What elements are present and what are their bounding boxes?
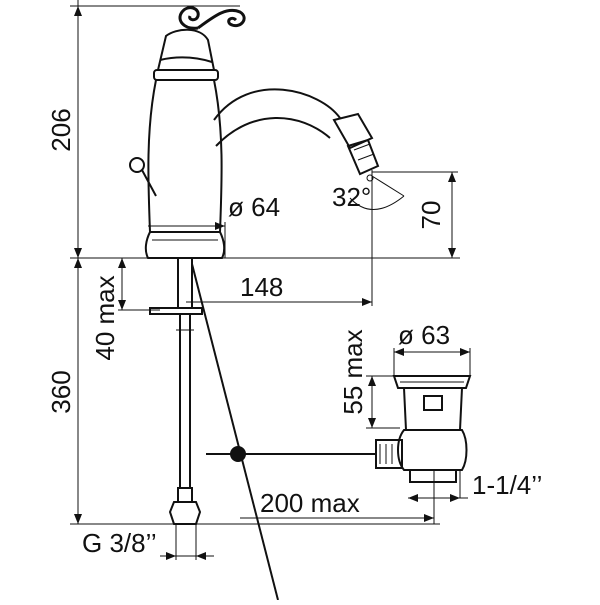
arrowheads [74, 6, 470, 560]
aerator-collar [332, 112, 374, 150]
arrow-40-bottom [118, 300, 126, 310]
angle-ray [371, 175, 405, 197]
aerator-line-1 [353, 143, 371, 151]
label-360: 360 [46, 370, 76, 413]
arrow-200-right [424, 514, 434, 522]
main-body [147, 79, 223, 233]
rod-joint [230, 446, 246, 462]
arrow-thread-right [450, 494, 460, 502]
label-206: 206 [46, 108, 76, 151]
waste-window [423, 395, 443, 411]
arrow-40-top [118, 258, 126, 268]
arrow-206-top [74, 6, 82, 16]
spout-bottom [215, 117, 331, 147]
arrow-360-top [74, 258, 82, 268]
arrow-63-right [460, 348, 470, 356]
arrow-70-bottom [448, 248, 456, 258]
waste-assembly [375, 375, 472, 483]
angle-arc [349, 195, 405, 210]
label-200-max: 200 max [260, 488, 360, 518]
label-70: 70 [416, 201, 446, 230]
arrow-148-right [362, 298, 372, 306]
waste-lower [397, 429, 468, 471]
dimension-labels: 206 360 40 max ø 64 148 70 32° ø 63 55 m… [46, 108, 542, 558]
arrow-inlet-right [196, 552, 206, 560]
body-base [144, 231, 226, 259]
arrow-55-bottom [368, 418, 376, 428]
hose-nut [168, 501, 202, 525]
popup-rod [191, 263, 279, 601]
handle-scroll-right [197, 9, 246, 30]
handle-cap [156, 28, 216, 71]
waste-cap [392, 375, 472, 389]
handle-cap-band [159, 56, 213, 63]
fixing-nut [149, 307, 203, 315]
label-thread: 1-1/4’’ [472, 470, 542, 500]
hose-fitting [177, 487, 193, 503]
arrow-63-left [394, 348, 404, 356]
waste-tail [409, 469, 457, 483]
arrow-360-bottom [74, 514, 82, 524]
handle-scroll-left [178, 6, 200, 30]
aerator-line-2 [357, 153, 375, 161]
outlet-point [366, 174, 374, 182]
label-waste-diameter: ø 63 [398, 320, 450, 350]
arrow-inlet-left [166, 552, 176, 560]
arrow-thread-left [408, 494, 418, 502]
popup-lever [141, 169, 157, 197]
label-148: 148 [240, 272, 283, 302]
label-angle: 32° [332, 182, 371, 212]
faucet-body [129, 6, 380, 259]
label-inlet-thread: G 3/8’’ [82, 528, 157, 558]
arrow-206-bottom [74, 248, 82, 258]
label-base-diameter: ø 64 [228, 192, 280, 222]
dimension-lines [70, 0, 471, 560]
arrow-70-top [448, 172, 456, 182]
threaded-shank [177, 257, 193, 309]
popup-knob [129, 157, 145, 173]
label-55-max: 55 max [338, 329, 368, 414]
arrow-55-top [368, 376, 376, 386]
aerator-nozzle [346, 138, 380, 176]
label-40-max: 40 max [90, 275, 120, 360]
pivot-housing [375, 439, 403, 469]
handle-collar [153, 69, 219, 81]
under-deck-assembly [149, 257, 376, 601]
spout-top [213, 88, 341, 121]
